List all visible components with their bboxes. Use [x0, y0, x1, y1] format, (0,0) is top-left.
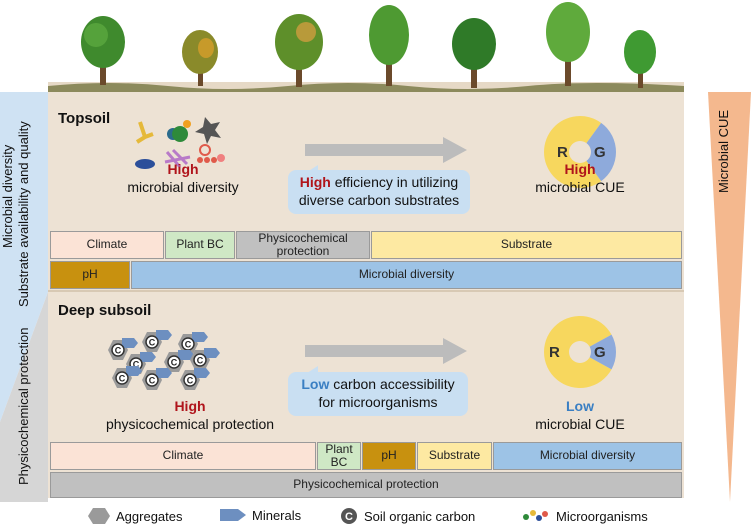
- carbon-marker: [145, 335, 159, 349]
- legend-minerals: Minerals: [220, 507, 301, 523]
- mineral-shape: [156, 330, 172, 340]
- sub-bar-climate: Climate: [50, 442, 316, 470]
- topsoil-arrow: [305, 137, 467, 163]
- carbon-marker: [183, 373, 197, 387]
- topsoil-left-text: microbial diversity: [127, 179, 239, 196]
- carbon-marker-label: C: [185, 340, 192, 350]
- legend-aggregates: Aggregates: [88, 507, 183, 525]
- subsoil-callout-line2: for microorganisms: [318, 393, 438, 410]
- top-bar-plant-bc: Plant BC: [165, 231, 235, 259]
- carbon-marker-label: C: [197, 356, 204, 366]
- carbon-marker-label: C: [149, 376, 156, 386]
- carbon-marker: [115, 371, 129, 385]
- trees-illustration: [48, 2, 684, 100]
- hexagon-icon: [88, 508, 110, 524]
- carbon-marker: [145, 373, 159, 387]
- carbon-icon: C: [341, 508, 357, 524]
- left-label-diversity: Microbial diversity: [0, 144, 15, 248]
- top-bar-diversity: Microbial diversity: [131, 261, 682, 289]
- sub-bar-protection: Physicochemical protection: [50, 472, 682, 498]
- carbon-marker-label: C: [133, 360, 140, 370]
- carbon-marker: [193, 353, 207, 367]
- top-bar-substrate: Substrate: [371, 231, 682, 259]
- topsoil-cue-text: microbial CUE: [535, 179, 625, 196]
- topsoil-high-label: High: [167, 161, 199, 177]
- legend-soc-symbol: C: [345, 511, 353, 523]
- subsoil-cue-donut: R G: [544, 316, 616, 388]
- mineral-shape: [156, 368, 172, 378]
- topsoil-callout: High efficiency in utilizing diverse car…: [288, 170, 470, 214]
- subsoil-cue-low: Low: [566, 398, 594, 414]
- mineral-shape: [122, 338, 138, 348]
- subsoil-cue-text: microbial CUE: [535, 416, 625, 433]
- sub-bar-ph: pH: [362, 442, 416, 470]
- subsoil-high-label: High: [174, 398, 206, 414]
- mineral-shape: [192, 332, 208, 342]
- topsoil-callout-line2: diverse carbon substrates: [298, 191, 460, 208]
- subsoil-arrow: [305, 338, 467, 364]
- subsoil-cue-G: G: [594, 344, 606, 361]
- legend-soc-label: Soil organic carbon: [364, 508, 476, 524]
- microorganism-icon: [523, 510, 548, 521]
- soil-divider: [48, 290, 684, 292]
- subsoil-cue-slice-G: [580, 334, 616, 370]
- microorganisms-cluster: [135, 117, 225, 169]
- carbon-marker-label: C: [187, 376, 194, 386]
- subsoil-callout: Low carbon accessibility for microorgani…: [288, 372, 468, 416]
- topsoil-cue-caption: High microbial CUE: [515, 160, 645, 196]
- subsoil-cue-caption: Low microbial CUE: [515, 397, 645, 433]
- legend-soc: C Soil organic carbon: [340, 507, 475, 525]
- mineral-shape: [194, 368, 210, 378]
- subsoil-left-text: physicochemical protection: [105, 416, 275, 433]
- topsoil-left-caption: High microbial diversity: [118, 160, 248, 196]
- mineral-shape: [178, 350, 194, 360]
- subsoil-left-caption: High physicochemical protection: [105, 397, 275, 433]
- legend-microorganisms-label: Microorganisms: [556, 508, 648, 524]
- top-bar-ph: pH: [50, 261, 130, 289]
- legend-aggregates-label: Aggregates: [116, 508, 183, 524]
- carbon-marker-label: C: [115, 346, 122, 356]
- sub-bar-substrate: Substrate: [417, 442, 492, 470]
- top-bar-protection: Physicochemical protection: [236, 231, 370, 259]
- legend-minerals-label: Minerals: [252, 507, 302, 523]
- topsoil-callout-high: High: [299, 174, 331, 190]
- sub-bar-diversity: Microbial diversity: [493, 442, 682, 470]
- legend-microorganisms: Microorganisms: [520, 507, 648, 525]
- right-wedge: [708, 92, 751, 502]
- topsoil-cue-R: R: [557, 144, 568, 161]
- left-label-protection: Physicochemical protection: [16, 327, 31, 485]
- topsoil-cue-donut: R G: [544, 116, 616, 188]
- topsoil-cue-high: High: [564, 161, 596, 177]
- topsoil-title: Topsoil: [58, 110, 111, 127]
- mineral-shape: [204, 348, 220, 358]
- mineral-shape: [140, 352, 156, 362]
- subsoil-callout-line1: carbon accessibility: [329, 376, 455, 392]
- carbon-marker: [167, 355, 181, 369]
- carbon-marker-label: C: [171, 358, 178, 368]
- left-label-substrate: Substrate availability and quality: [16, 121, 31, 307]
- topsoil-cue-G: G: [594, 144, 606, 161]
- mineral-icon: [220, 509, 246, 521]
- right-label-cue: Microbial CUE: [716, 109, 731, 193]
- subsoil-cue-R: R: [549, 344, 560, 361]
- sub-bar-plant-bc: Plant BC: [317, 442, 361, 470]
- mineral-shape: [126, 366, 142, 376]
- subsoil-title: Deep subsoil: [58, 302, 152, 319]
- carbon-marker-label: C: [119, 374, 126, 384]
- left-wedges: [0, 92, 48, 502]
- topsoil-callout-line1: efficiency in utilizing: [330, 174, 459, 190]
- subsoil-callout-low: Low: [301, 376, 330, 392]
- top-bar-climate: Climate: [50, 231, 164, 259]
- topsoil-cue-slice-G: [580, 122, 616, 182]
- carbon-marker: [111, 343, 125, 357]
- carbon-marker-label: C: [149, 338, 156, 348]
